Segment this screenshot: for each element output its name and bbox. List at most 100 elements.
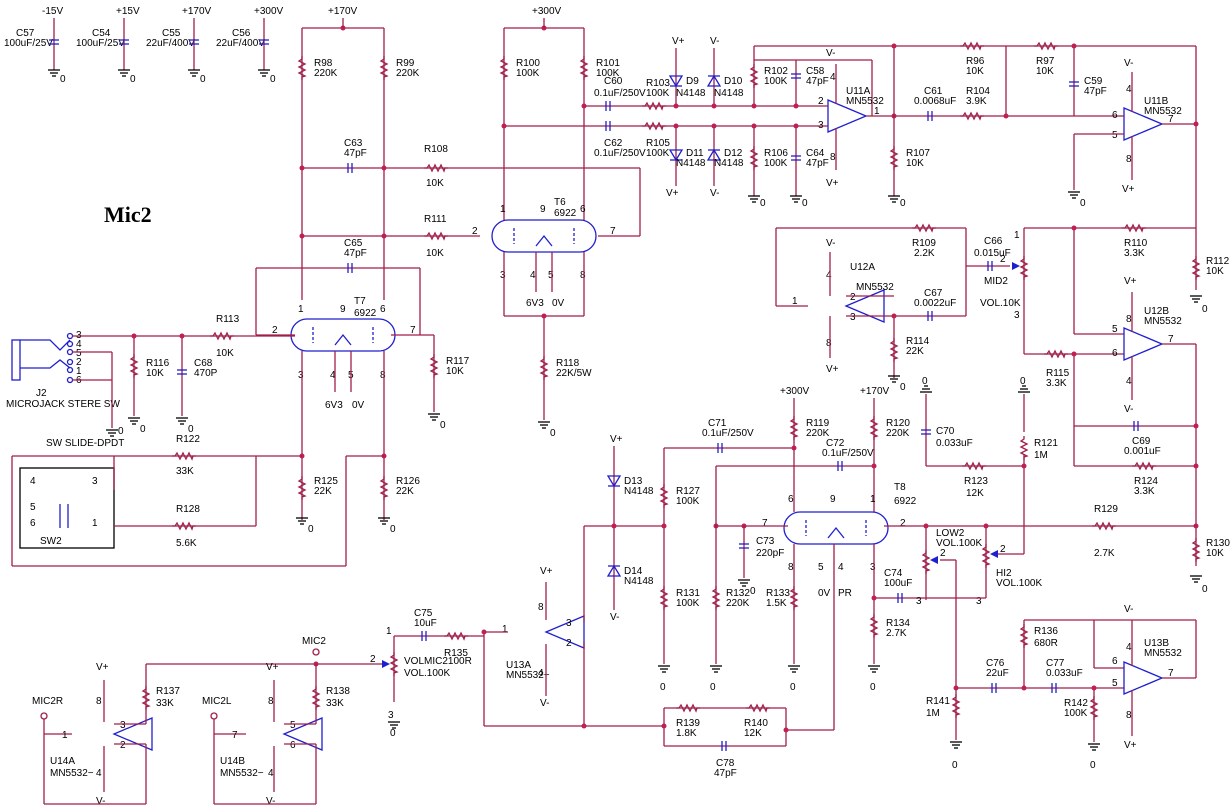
svg-text:7: 7 — [410, 325, 416, 336]
svg-text:3.9K: 3.9K — [966, 96, 987, 107]
svg-text:MN5532−: MN5532− — [220, 768, 264, 779]
svg-text:D12: D12 — [724, 148, 743, 159]
svg-text:0: 0 — [1202, 584, 1208, 595]
svg-text:8: 8 — [1126, 314, 1132, 325]
svg-text:6922: 6922 — [554, 208, 577, 219]
svg-text:9: 9 — [340, 304, 346, 315]
svg-text:22K/5W: 22K/5W — [556, 368, 592, 379]
svg-text:MN5532: MN5532 — [846, 96, 884, 107]
svg-text:1: 1 — [62, 730, 68, 741]
svg-text:MIC2L: MIC2L — [202, 696, 232, 707]
svg-text:470P: 470P — [194, 368, 218, 379]
svg-text:8: 8 — [96, 696, 102, 707]
svg-text:5: 5 — [76, 348, 82, 359]
svg-text:220K: 220K — [396, 68, 420, 79]
svg-text:V+: V+ — [672, 36, 685, 47]
svg-text:220K: 220K — [886, 428, 910, 439]
svg-text:5: 5 — [1112, 130, 1118, 141]
svg-text:C62: C62 — [604, 138, 623, 149]
svg-text:0.0022uF: 0.0022uF — [914, 298, 956, 309]
svg-text:5: 5 — [548, 270, 554, 281]
svg-text:C63: C63 — [344, 138, 363, 149]
svg-text:C65: C65 — [344, 238, 363, 249]
svg-text:0: 0 — [200, 74, 206, 85]
svg-text:220K: 220K — [806, 428, 830, 439]
svg-text:1M: 1M — [1034, 450, 1048, 461]
svg-text:6: 6 — [1112, 656, 1118, 667]
svg-text:V+: V+ — [1124, 740, 1137, 751]
svg-text:T8: T8 — [894, 482, 906, 493]
svg-text:7: 7 — [232, 730, 238, 741]
svg-text:7: 7 — [610, 226, 616, 237]
svg-text:R140: R140 — [744, 718, 768, 729]
svg-text:N4148: N4148 — [714, 158, 744, 169]
svg-text:1: 1 — [92, 518, 98, 529]
schematic-title: Mic2 — [104, 202, 152, 227]
svg-text:6922: 6922 — [894, 496, 917, 507]
svg-text:5: 5 — [1112, 324, 1118, 335]
svg-text:C78: C78 — [716, 758, 735, 769]
svg-text:VOL.100K: VOL.100K — [404, 668, 450, 679]
svg-text:+300V: +300V — [254, 6, 284, 17]
svg-text:MID2: MID2 — [984, 276, 1008, 287]
svg-text:-15V: -15V — [42, 6, 63, 17]
svg-text:0: 0 — [760, 198, 766, 209]
svg-text:C74: C74 — [884, 568, 903, 579]
svg-text:C54: C54 — [92, 28, 111, 39]
svg-text:C57: C57 — [16, 28, 35, 39]
svg-text:D10: D10 — [724, 76, 743, 87]
svg-text:6V3: 6V3 — [526, 298, 544, 309]
svg-text:C73: C73 — [756, 536, 775, 547]
svg-text:C61: C61 — [924, 86, 943, 97]
svg-text:6: 6 — [1112, 348, 1118, 359]
svg-text:U14A: U14A — [50, 756, 75, 767]
svg-text:680R: 680R — [1034, 638, 1058, 649]
svg-text:R138: R138 — [326, 686, 350, 697]
svg-text:U11B: U11B — [1144, 96, 1169, 107]
svg-text:U11A: U11A — [846, 86, 871, 97]
svg-text:2: 2 — [850, 292, 856, 303]
svg-text:C60: C60 — [604, 76, 623, 87]
svg-text:6: 6 — [1112, 110, 1118, 121]
svg-text:MIC2: MIC2 — [302, 636, 326, 647]
svg-text:V+: V+ — [266, 662, 279, 673]
svg-text:R141: R141 — [926, 696, 950, 707]
svg-text:V-: V- — [540, 698, 549, 709]
svg-text:4: 4 — [1126, 376, 1132, 387]
svg-text:0.1uF/250V: 0.1uF/250V — [594, 148, 646, 159]
svg-text:1: 1 — [76, 366, 82, 377]
svg-text:0V: 0V — [818, 588, 831, 599]
svg-text:R129: R129 — [1094, 504, 1118, 515]
svg-text:47pF: 47pF — [1084, 86, 1107, 97]
svg-text:V+: V+ — [826, 178, 839, 189]
svg-text:2: 2 — [272, 325, 278, 336]
svg-text:PR: PR — [838, 588, 852, 599]
svg-text:R142: R142 — [1064, 698, 1088, 709]
svg-text:R126: R126 — [396, 476, 420, 487]
svg-text:3: 3 — [500, 270, 506, 281]
svg-text:8: 8 — [580, 270, 586, 281]
svg-text:0: 0 — [130, 74, 136, 85]
svg-text:4: 4 — [826, 270, 832, 281]
svg-text:R107: R107 — [906, 148, 930, 159]
svg-text:100uF/25V: 100uF/25V — [76, 38, 125, 49]
svg-text:2: 2 — [940, 548, 946, 559]
svg-text:220K: 220K — [726, 598, 750, 609]
svg-text:4: 4 — [830, 72, 836, 83]
svg-text:6: 6 — [380, 304, 386, 315]
svg-text:0: 0 — [308, 524, 314, 535]
svg-text:0: 0 — [1202, 304, 1208, 315]
svg-text:R98: R98 — [314, 58, 333, 69]
svg-text:0V: 0V — [352, 400, 365, 411]
svg-text:0.0068uF: 0.0068uF — [914, 96, 956, 107]
svg-text:3.3K: 3.3K — [1046, 378, 1067, 389]
svg-text:3: 3 — [850, 312, 856, 323]
svg-text:R137: R137 — [156, 686, 180, 697]
svg-text:N4148: N4148 — [676, 88, 706, 99]
svg-text:4: 4 — [1126, 642, 1132, 653]
svg-text:100uF/25V: 100uF/25V — [4, 38, 53, 49]
